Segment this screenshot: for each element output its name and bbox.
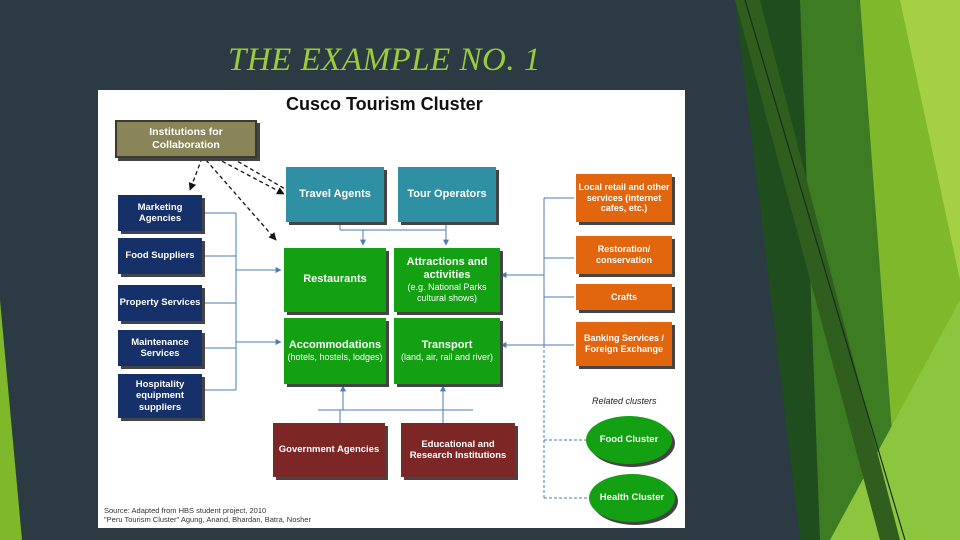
government-agencies-box: Government Agencies	[273, 423, 385, 477]
attractions-sub: (e.g. National Parks cultural shows)	[407, 282, 487, 304]
related-clusters-heading: Related clusters	[592, 396, 657, 406]
banking-services-box: Banking Services / Foreign Exchange	[576, 322, 672, 366]
travel-agents-box: Travel Agents	[286, 167, 384, 222]
property-services-box: Property Services	[118, 285, 202, 321]
marketing-agencies-box: Marketing Agencies	[118, 195, 202, 231]
food-cluster-circle: Food Cluster	[586, 416, 672, 464]
crafts-box: Crafts	[576, 284, 672, 310]
diagram-panel: Cusco Tourism Cluster Institutions for C…	[98, 90, 685, 528]
health-cluster-circle: Health Cluster	[589, 474, 675, 522]
educational-research-box: Educational and Research Institutions	[401, 423, 515, 477]
hospitality-equipment-suppliers-box: Hospitality equipment suppliers	[118, 374, 202, 418]
restaurants-box: Restaurants	[284, 248, 386, 312]
accommodations-label: Accommodations	[288, 339, 382, 351]
restaurants-label: Restaurants	[303, 273, 367, 286]
institutions-for-collaboration-box: Institutions for Collaboration	[115, 120, 257, 158]
diagram-connectors	[188, 157, 588, 499]
accommodations-box: Accommodations (hotels, hostels, lodges)	[284, 318, 386, 384]
attractions-box: Attractions and activities (e.g. Nationa…	[394, 248, 500, 312]
slide-title: THE EXAMPLE NO. 1	[228, 42, 541, 78]
food-suppliers-box: Food Suppliers	[118, 238, 202, 274]
transport-box: Transport (land, air, rail and river)	[394, 318, 500, 384]
source-line-1: Source: Adapted from HBS student project…	[104, 506, 267, 515]
maintenance-services-box: Maintenance Services	[118, 330, 202, 366]
attractions-label: Attractions and activities	[406, 256, 488, 282]
tour-operators-box: Tour Operators	[398, 167, 496, 222]
transport-sub: (land, air, rail and river)	[400, 352, 494, 363]
source-line-2: "Peru Tourism Cluster" Agung, Anand, Bha…	[104, 515, 311, 525]
transport-label: Transport	[421, 339, 473, 351]
diagram-title: Cusco Tourism Cluster	[286, 94, 483, 114]
local-retail-box: Local retail and other services (interne…	[576, 174, 672, 222]
restoration-conservation-box: Restoration/ conservation	[576, 236, 672, 274]
accommodations-sub: (hotels, hostels, lodges)	[287, 352, 383, 363]
source-citation: Source: Adapted from HBS student project…	[104, 506, 311, 525]
